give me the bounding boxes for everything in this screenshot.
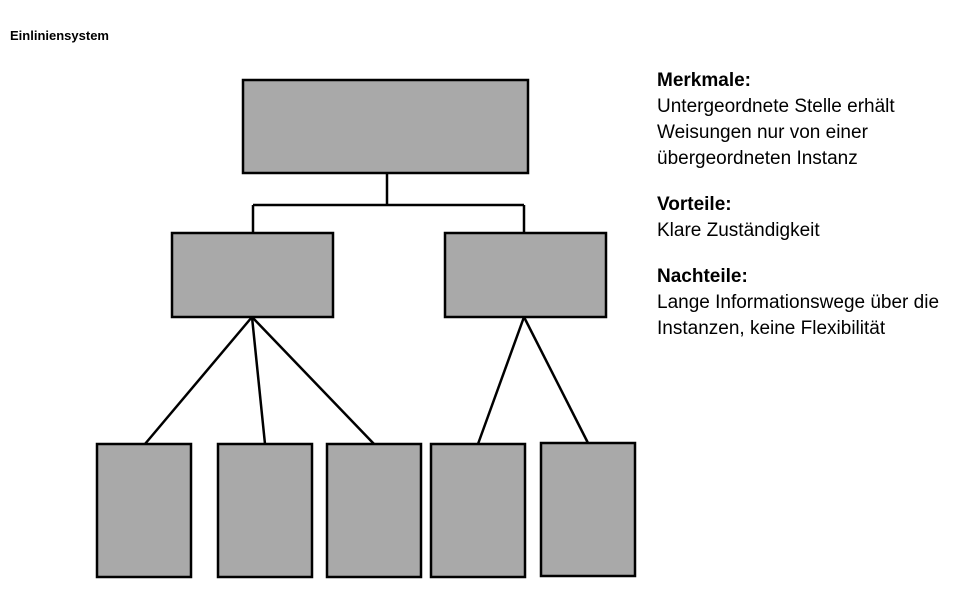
- vorteile-section: Vorteile: Klare Zuständigkeit: [657, 192, 947, 244]
- leaf-box-1: [95, 442, 193, 579]
- merkmale-text: Untergeordnete Stelle erhält Weisungen n…: [657, 96, 895, 169]
- nachteile-section: Nachteile: Lange Informationswege über d…: [657, 264, 947, 342]
- nachteile-heading: Nachteile:: [657, 266, 748, 287]
- connector-right-to-leaf-4: [476, 316, 526, 445]
- middle-instance-box-left: [170, 231, 335, 319]
- info-panel: Merkmale: Untergeordnete Stelle erhält W…: [657, 68, 947, 362]
- connector-left-to-leaf-1: [144, 316, 253, 445]
- top-instance-box: [241, 78, 530, 175]
- merkmale-section: Merkmale: Untergeordnete Stelle erhält W…: [657, 68, 947, 172]
- nachteile-text: Lange Informationswege über die Instanze…: [657, 292, 940, 339]
- diagram-title: Einliniensystem: [10, 28, 109, 43]
- merkmale-heading: Merkmale:: [657, 70, 751, 91]
- vorteile-heading: Vorteile:: [657, 194, 732, 215]
- connector-left-to-leaf-2: [250, 316, 267, 445]
- middle-instance-box-right: [443, 231, 608, 319]
- connector-left-to-leaf-3: [251, 316, 375, 445]
- leaf-box-5: [539, 441, 637, 578]
- leaf-box-4: [429, 442, 527, 579]
- leaf-box-2: [216, 442, 314, 579]
- vorteile-text: Klare Zuständigkeit: [657, 220, 820, 241]
- leaf-box-3: [325, 442, 423, 579]
- connector-right-to-leaf-5: [522, 316, 590, 444]
